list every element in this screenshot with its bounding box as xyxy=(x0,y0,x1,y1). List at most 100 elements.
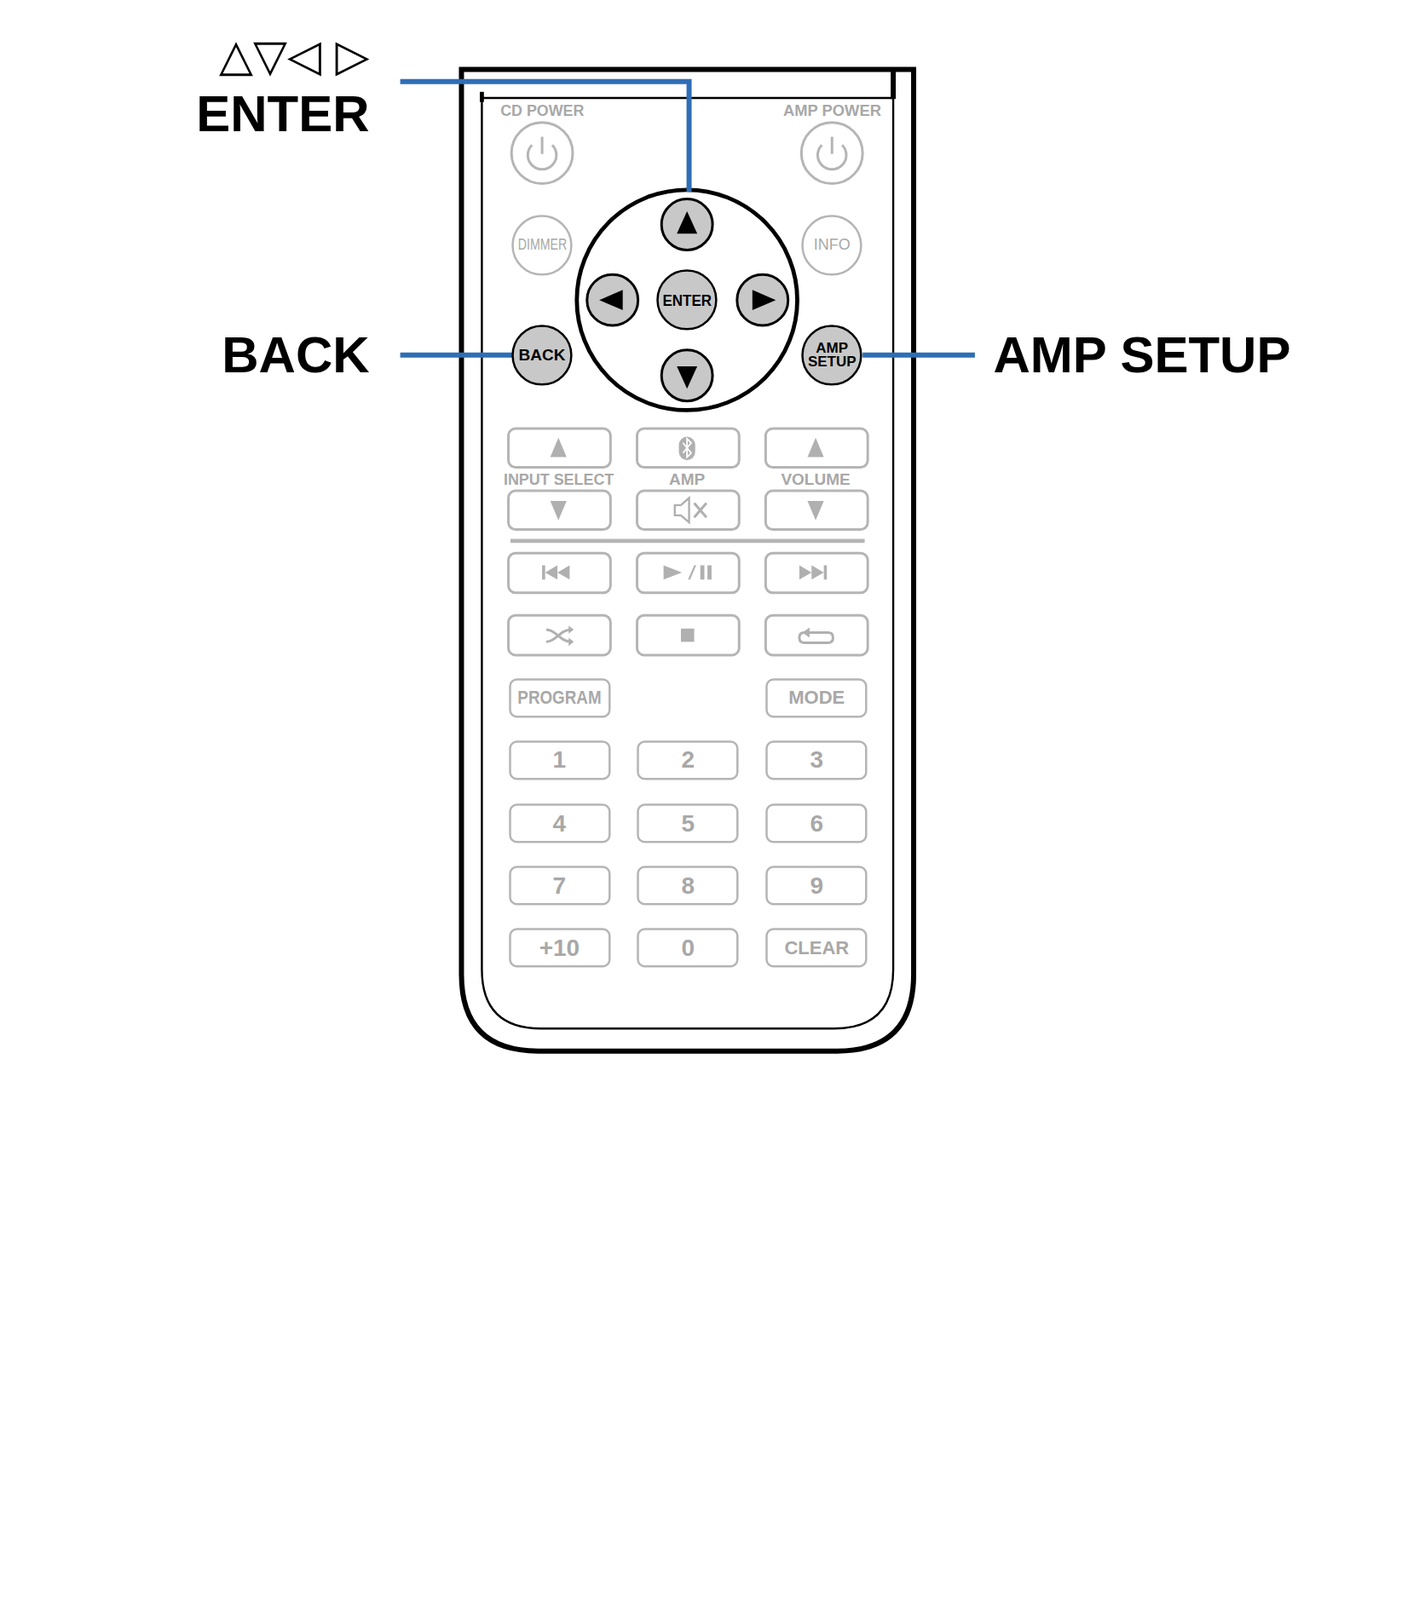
grey-button xyxy=(636,553,739,594)
key-button: 0 xyxy=(636,928,739,969)
leader-line xyxy=(400,81,975,356)
button-label: 6 xyxy=(809,812,824,837)
leader-line xyxy=(400,352,514,358)
button-outline xyxy=(638,867,739,906)
button-symbol xyxy=(546,629,572,642)
remote-housing xyxy=(461,69,914,1051)
button-symbol xyxy=(542,437,833,647)
button-outline xyxy=(509,742,610,780)
button-symbol xyxy=(663,565,712,581)
button-label: 7 xyxy=(553,874,567,899)
button-caption: CD POWER xyxy=(497,102,588,120)
button-face: +10 xyxy=(508,928,612,969)
button-label: MODE xyxy=(788,688,845,708)
key-button: 7 xyxy=(508,865,612,906)
button-face: 1 xyxy=(508,740,612,781)
round-button: DIMMER xyxy=(511,214,573,277)
button-face: 9 xyxy=(765,865,868,906)
separator-line xyxy=(510,538,866,543)
round-button: ENTER xyxy=(656,269,718,331)
button-symbol xyxy=(807,438,824,458)
arrow-button xyxy=(587,199,789,402)
grey-button xyxy=(508,553,612,594)
button-face: CLEAR xyxy=(765,928,868,969)
button-symbol xyxy=(799,565,827,581)
grey-button xyxy=(508,428,612,468)
key-button: 6 xyxy=(765,803,868,844)
key-button: 5 xyxy=(636,803,739,844)
power-button xyxy=(801,122,863,185)
button-face: 7 xyxy=(508,865,612,906)
arrow-button xyxy=(661,350,713,402)
button-face: 2 xyxy=(636,740,739,781)
arrow-symbol xyxy=(599,211,776,389)
dpad-ring xyxy=(576,190,798,411)
grey-button xyxy=(765,490,868,531)
button-label: AMP SETUP xyxy=(807,341,856,370)
grey-button xyxy=(636,490,739,531)
button-outline xyxy=(509,867,610,906)
button-label: 1 xyxy=(553,748,567,773)
button-symbol xyxy=(550,501,567,521)
button-caption: AMP xyxy=(669,471,705,489)
button-label: INFO xyxy=(813,236,851,253)
grey-button xyxy=(636,428,739,468)
key-button: 4 xyxy=(508,803,612,844)
button-face: PROGRAM xyxy=(508,678,612,719)
key-button: CLEAR xyxy=(765,928,868,969)
callout-symbols: △▽◁ ▷ xyxy=(219,33,370,78)
button-outline xyxy=(802,325,862,385)
button-symbol xyxy=(799,633,834,644)
button-caption: VOLUME xyxy=(780,471,850,489)
key-button: 1 xyxy=(508,740,612,781)
button-outline xyxy=(767,929,867,968)
grey-button xyxy=(508,428,869,656)
button-face: INFO xyxy=(801,214,863,277)
button-outline xyxy=(638,929,739,968)
grey-button xyxy=(508,490,612,531)
remote-housing xyxy=(479,92,485,103)
button-caption: INPUT SELECT xyxy=(503,471,614,488)
grey-button xyxy=(508,615,612,656)
button-outline xyxy=(513,215,572,275)
button-outline xyxy=(509,929,610,968)
bluetooth-mark xyxy=(682,438,692,458)
remote-housing xyxy=(890,69,896,99)
button-face: 4 xyxy=(508,803,612,844)
button-outline xyxy=(767,742,867,780)
round-button: AMP SETUP xyxy=(801,324,863,387)
dpad-ring xyxy=(576,190,798,411)
button-symbol xyxy=(674,497,690,523)
arrow-button xyxy=(587,274,639,326)
arrow-symbol xyxy=(599,289,623,311)
button-outline xyxy=(802,215,862,275)
button-label: 8 xyxy=(681,874,696,899)
button-label: 4 xyxy=(553,812,567,837)
key-button: MODE xyxy=(765,678,868,719)
key-button: PROGRAM xyxy=(508,678,612,719)
button-face: MODE xyxy=(765,678,868,719)
button-outline xyxy=(509,805,610,843)
button-outline xyxy=(767,679,867,717)
callout-symbols: △▽◁ ▷ xyxy=(219,33,370,78)
button-caption: AMP POWER xyxy=(781,102,883,120)
button-label: 3 xyxy=(809,748,824,773)
power-button xyxy=(817,136,847,169)
button-symbol xyxy=(568,625,574,647)
key-button: +10 xyxy=(508,928,612,969)
power-button xyxy=(511,122,573,185)
arrow-button xyxy=(661,199,713,251)
remote-housing xyxy=(481,98,894,1029)
grey-button xyxy=(636,615,739,656)
key-button: 9 xyxy=(765,865,868,906)
button-outline xyxy=(638,742,739,780)
button-caption: INPUT SELECT xyxy=(500,471,618,489)
leader-line xyxy=(862,352,975,358)
round-button: BACK xyxy=(511,324,573,387)
button-face: 6 xyxy=(765,803,868,844)
button-caption: AMP xyxy=(669,471,705,488)
button-label: PROGRAM xyxy=(517,688,601,708)
remote-housing xyxy=(461,69,914,1051)
